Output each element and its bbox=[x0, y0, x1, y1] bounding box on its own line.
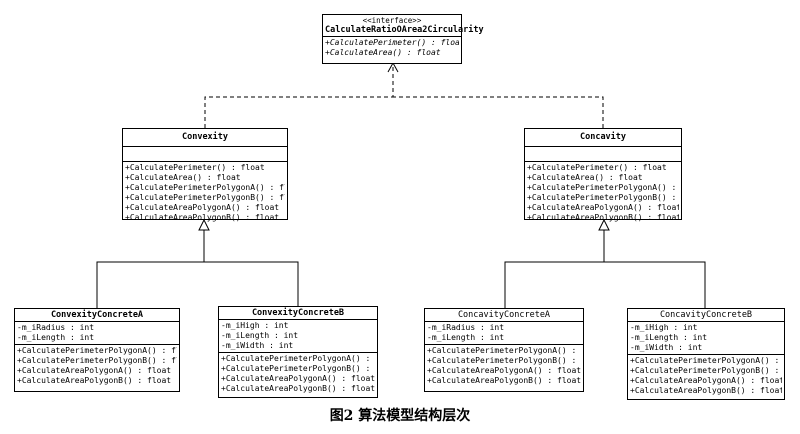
class-operations: +CalculatePerimeterPolygonA() : float +C… bbox=[425, 345, 583, 387]
class-operations: +CalculatePerimeter() : float +Calculate… bbox=[123, 162, 287, 224]
attribute: -m_iWidth : int bbox=[221, 341, 294, 350]
class-attributes: -m_iRadius : int -m_iLength : int bbox=[15, 322, 179, 345]
class-name: Concavity bbox=[579, 132, 627, 142]
stereotype-label: <<interface>> bbox=[362, 16, 422, 25]
operation: +CalculatePerimeterPolygonB() : float bbox=[527, 193, 679, 202]
operation: +CalculateAreaPolygonA() : float bbox=[221, 374, 375, 383]
attribute: -m_iRadius : int bbox=[17, 323, 95, 332]
class-header: ConcavityConcreteB bbox=[628, 309, 784, 322]
operation: +CalculateAreaPolygonB() : float bbox=[17, 376, 172, 385]
class-operations: +CalculatePerimeter() : float +Calculate… bbox=[525, 162, 681, 224]
hollow-triangle-icon bbox=[198, 218, 210, 231]
operation: +CalculatePerimeter() : float bbox=[325, 38, 459, 47]
attribute: -m_iRadius : int bbox=[427, 323, 505, 332]
concavity-concrete-b-class-box: ConcavityConcreteB -m_iHigh : int -m_iLe… bbox=[627, 308, 785, 400]
operation: +CalculatePerimeterPolygonB() : float bbox=[630, 366, 782, 375]
operation: +CalculateAreaPolygonB() : float bbox=[125, 213, 280, 222]
class-name: Convexity bbox=[181, 132, 229, 142]
operation: +CalculateArea() : float bbox=[325, 48, 441, 57]
operation: +CalculateAreaPolygonB() : float bbox=[221, 384, 375, 393]
convexity-concrete-a-class-box: ConvexityConcreteA -m_iRadius : int -m_i… bbox=[14, 308, 180, 392]
class-attributes: -m_iHigh : int -m_iLength : int -m_iWidt… bbox=[628, 322, 784, 355]
operation: +CalculateArea() : float bbox=[527, 173, 643, 182]
class-header: ConvexityConcreteB bbox=[219, 307, 377, 320]
class-operations: +CalculatePerimeterPolygonA() : float +C… bbox=[628, 355, 784, 397]
operation: +CalculateAreaPolygonB() : float bbox=[527, 213, 679, 222]
attribute: -m_iHigh : int bbox=[221, 321, 289, 330]
class-name: ConvexityConcreteB bbox=[251, 308, 345, 318]
class-operations: +CalculatePerimeterPolygonA() : float +C… bbox=[15, 345, 179, 387]
operation: +CalculatePerimeterPolygonA() : float bbox=[17, 346, 177, 355]
operation: +CalculatePerimeterPolygonB() : float bbox=[221, 364, 375, 373]
operation: +CalculateArea() : float bbox=[125, 173, 241, 182]
attribute: -m_iLength : int bbox=[630, 333, 708, 342]
realization-line-convexity bbox=[204, 64, 394, 128]
attribute: -m_iLength : int bbox=[221, 331, 299, 340]
operation: +CalculateAreaPolygonB() : float bbox=[630, 386, 782, 395]
operation: +CalculatePerimeterPolygonB() : float bbox=[427, 356, 581, 365]
attribute: -m_iLength : int bbox=[17, 333, 95, 342]
class-header: Concavity bbox=[525, 129, 681, 147]
operation: +CalculatePerimeter() : float bbox=[125, 163, 265, 172]
operation: +CalculateAreaPolygonA() : float bbox=[527, 203, 679, 212]
realization-line-concavity bbox=[393, 96, 604, 128]
attribute: -m_iWidth : int bbox=[630, 343, 703, 352]
figure-caption: 图2 算法模型结构层次 bbox=[329, 408, 471, 424]
operation: +CalculatePerimeterPolygonA() : float bbox=[527, 183, 679, 192]
generalization-line-convexity bbox=[96, 230, 299, 308]
class-attributes bbox=[123, 147, 287, 162]
generalization-line-concavity bbox=[504, 230, 706, 308]
operation: +CalculatePerimeter() : float bbox=[527, 163, 667, 172]
operation: +CalculateAreaPolygonA() : float bbox=[17, 366, 172, 375]
operation: +CalculatePerimeterPolygonB() : float bbox=[125, 193, 285, 202]
convexity-concrete-b-class-box: ConvexityConcreteB -m_iHigh : int -m_iLe… bbox=[218, 306, 378, 398]
operation: +CalculateAreaPolygonA() : float bbox=[427, 366, 581, 375]
operation: +CalculateAreaPolygonB() : float bbox=[427, 376, 581, 385]
operation: +CalculatePerimeterPolygonA() : float bbox=[221, 354, 375, 363]
class-header: ConcavityConcreteA bbox=[425, 309, 583, 322]
interface-name: CalculateRatioOArea2Circularity bbox=[325, 25, 484, 35]
interface-operations: +CalculatePerimeter() : float +Calculate… bbox=[323, 37, 461, 59]
operation: +CalculatePerimeterPolygonA() : float bbox=[630, 356, 782, 365]
interface-header: <<interface>> CalculateRatioOArea2Circul… bbox=[323, 15, 484, 37]
convexity-class-box: Convexity +CalculatePerimeter() : float … bbox=[122, 128, 288, 222]
operation: +CalculateAreaPolygonA() : float bbox=[630, 376, 782, 385]
class-name: ConcavityConcreteA bbox=[457, 310, 551, 320]
class-operations: +CalculatePerimeterPolygonA() : float +C… bbox=[219, 353, 377, 395]
concavity-class-box: Concavity +CalculatePerimeter() : float … bbox=[524, 128, 682, 222]
interface-class-box: <<interface>> CalculateRatioOArea2Circul… bbox=[322, 14, 484, 64]
class-header: ConvexityConcreteA bbox=[15, 309, 179, 322]
class-attributes: -m_iRadius : int -m_iLength : int bbox=[425, 322, 583, 345]
operation: +CalculatePerimeterPolygonA() : float bbox=[427, 346, 581, 355]
concavity-concrete-a-class-box: ConcavityConcreteA -m_iRadius : int -m_i… bbox=[424, 308, 584, 392]
hollow-triangle-icon bbox=[598, 218, 610, 231]
operation: +CalculateAreaPolygonA() : float bbox=[125, 203, 280, 212]
class-name: ConvexityConcreteA bbox=[50, 310, 144, 320]
attribute: -m_iHigh : int bbox=[630, 323, 698, 332]
class-attributes: -m_iHigh : int -m_iLength : int -m_iWidt… bbox=[219, 320, 377, 353]
attribute: -m_iLength : int bbox=[427, 333, 505, 342]
operation: +CalculatePerimeterPolygonB() : float bbox=[17, 356, 177, 365]
class-name: ConcavityConcreteB bbox=[659, 310, 753, 320]
operation: +CalculatePerimeterPolygonA() : float bbox=[125, 183, 285, 192]
class-header: Convexity bbox=[123, 129, 287, 147]
class-attributes bbox=[525, 147, 681, 162]
